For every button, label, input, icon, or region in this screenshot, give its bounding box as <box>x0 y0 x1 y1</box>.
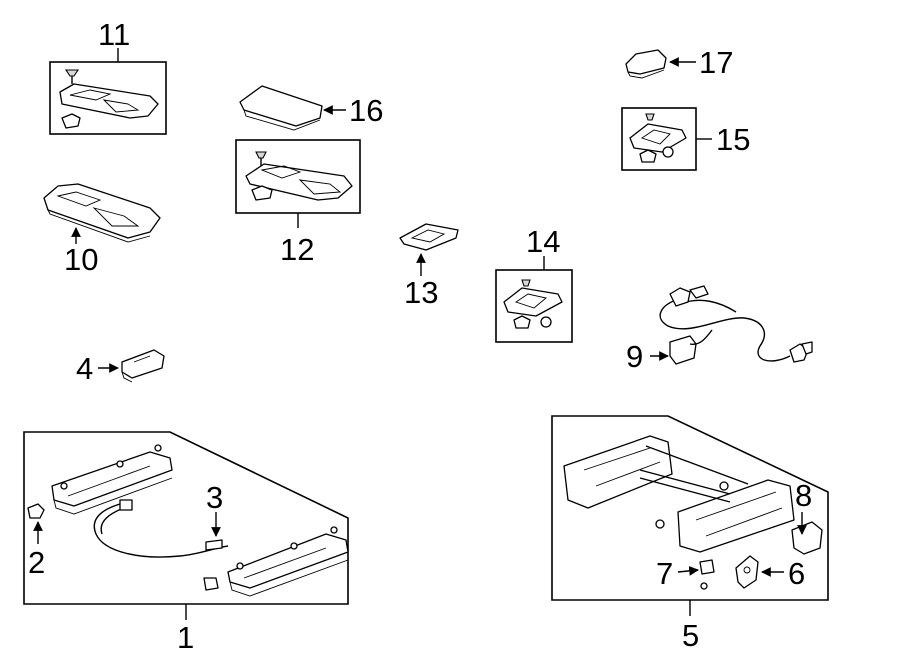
part-1-drawing <box>27 444 349 597</box>
callout-16: 16 <box>349 93 383 128</box>
part-16-group <box>239 85 346 131</box>
callout-6: 6 <box>788 556 805 591</box>
part-12-group <box>235 139 361 228</box>
part-14-box <box>495 269 573 343</box>
callout-9: 9 <box>626 339 643 374</box>
part-17-group <box>625 49 696 79</box>
callout-7: 7 <box>656 556 673 591</box>
part-11-drawing <box>59 69 159 129</box>
part-17-drawing <box>625 49 667 79</box>
part-1-group <box>23 431 349 620</box>
part-14-drawing <box>503 279 563 329</box>
part-5-group <box>551 415 829 616</box>
callout-15: 15 <box>716 122 750 157</box>
part-5-box <box>551 415 829 601</box>
part-5-drawing <box>563 435 823 590</box>
callout-4: 4 <box>76 351 93 386</box>
callout-11: 11 <box>98 17 130 52</box>
part-1-box <box>23 431 349 605</box>
callout-3: 3 <box>206 480 223 515</box>
callout-14: 14 <box>526 224 560 259</box>
callout-12: 12 <box>280 232 314 267</box>
part-13-group <box>399 223 459 276</box>
callout-17: 17 <box>699 45 733 80</box>
part-12-drawing <box>245 151 353 201</box>
part-15-drawing <box>629 113 687 163</box>
part-7-arrow <box>677 566 699 576</box>
part-10-group <box>43 183 161 244</box>
part-4-drawing <box>121 349 165 383</box>
callout-10: 10 <box>64 242 98 277</box>
callout-13: 13 <box>404 275 438 310</box>
part-11-group <box>49 48 167 135</box>
part-10-drawing <box>43 183 161 243</box>
part-15-group <box>621 107 712 171</box>
callout-1: 1 <box>177 620 194 655</box>
part-9-group <box>650 285 813 365</box>
part-13-drawing <box>399 223 459 251</box>
callout-2: 2 <box>28 545 45 580</box>
part-4-group <box>98 349 165 383</box>
part-16-drawing <box>239 85 323 131</box>
callout-8: 8 <box>795 478 812 513</box>
part-9-drawing <box>659 285 813 365</box>
callout-5: 5 <box>682 618 699 653</box>
part-14-group <box>495 256 573 343</box>
part-11-box <box>49 61 167 135</box>
